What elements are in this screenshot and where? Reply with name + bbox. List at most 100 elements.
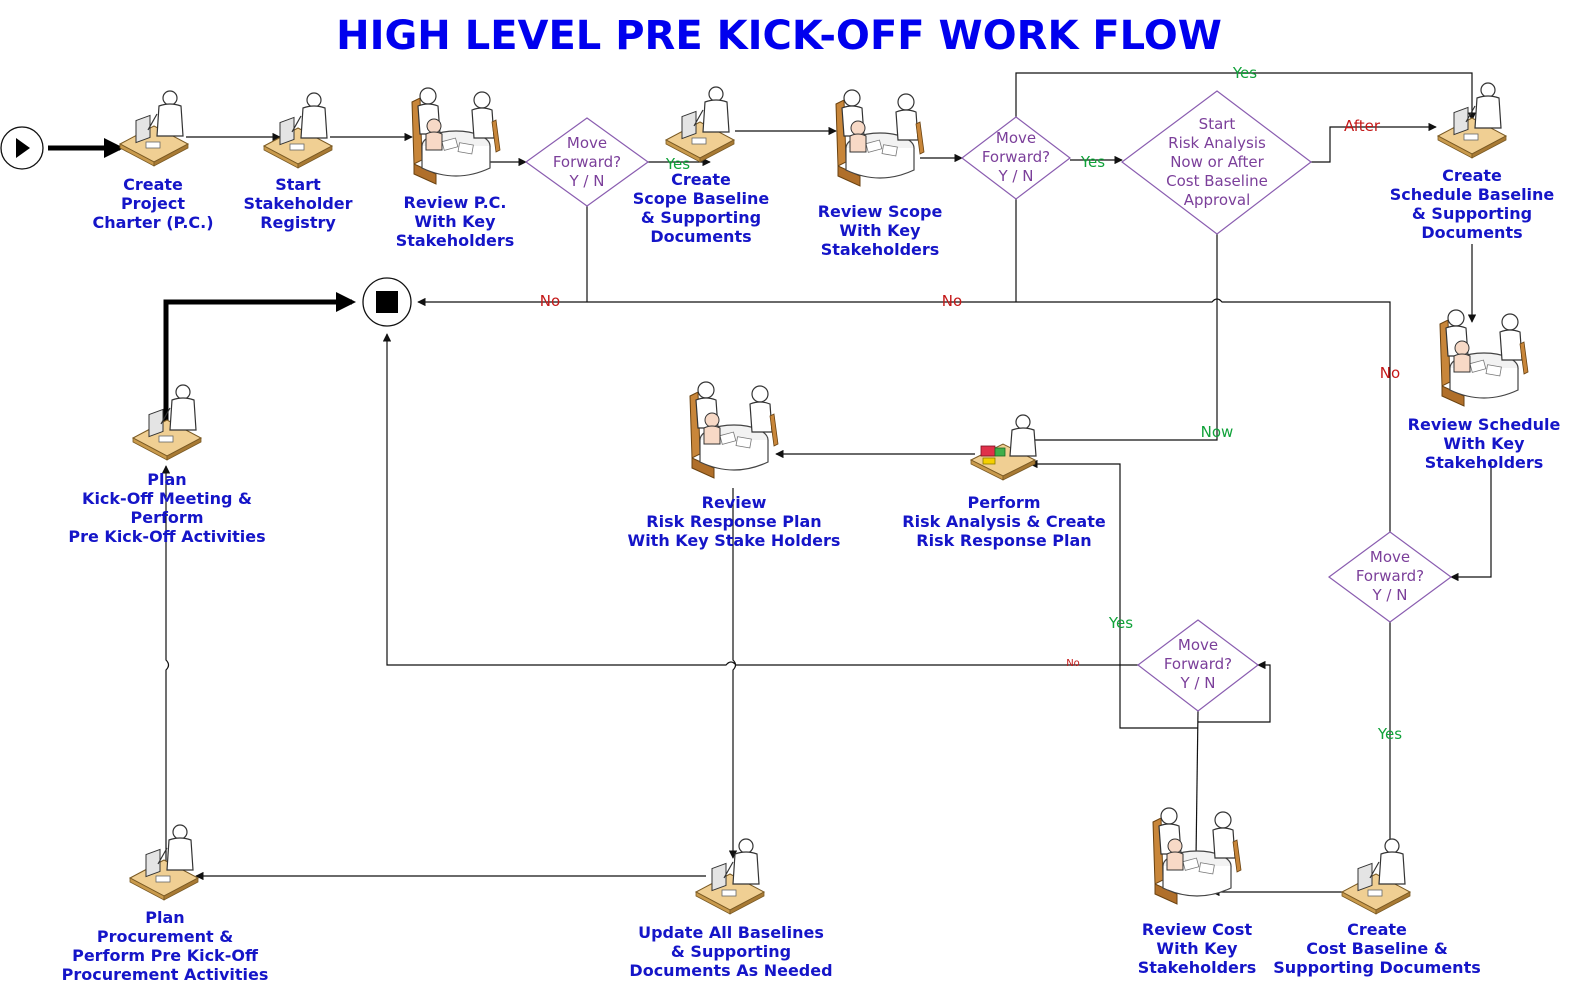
node-create-scope[interactable]: Create Scope Baseline & Supporting Docum… xyxy=(633,86,770,246)
svg-text:Plan: Plan xyxy=(145,908,184,927)
label-now: Now xyxy=(1201,423,1234,441)
svg-text:Review Cost: Review Cost xyxy=(1142,920,1253,939)
decision-d5[interactable]: Move Forward? Y / N xyxy=(1327,531,1453,623)
svg-text:Documents: Documents xyxy=(650,227,751,246)
svg-text:Move: Move xyxy=(996,129,1036,147)
svg-text:Create: Create xyxy=(1442,166,1502,185)
meeting-table-icon xyxy=(689,381,779,479)
svg-text:Procurement Activities: Procurement Activities xyxy=(62,965,269,984)
svg-text:Forward?: Forward? xyxy=(982,148,1050,166)
edge-reviewcost-d4 xyxy=(1195,710,1199,859)
node-review-schedule[interactable]: Review Schedule With Key Stakeholders xyxy=(1408,309,1561,472)
svg-text:Kick-Off Meeting &: Kick-Off Meeting & xyxy=(82,489,252,508)
person-at-desk-icon xyxy=(695,838,765,915)
svg-text:Cost Baseline: Cost Baseline xyxy=(1166,172,1268,190)
risk-analysis-desk-icon xyxy=(970,414,1037,481)
edge-kickoff-stop xyxy=(163,292,356,424)
node-plan-kickoff[interactable]: Plan Kick-Off Meeting & Perform Pre Kick… xyxy=(68,384,266,546)
edge-procurement-kickoff xyxy=(161,465,171,862)
svg-text:Charter (P.C.): Charter (P.C.) xyxy=(92,213,213,232)
svg-text:Move: Move xyxy=(1178,636,1218,654)
svg-text:Risk Analysis & Create: Risk Analysis & Create xyxy=(902,512,1106,531)
node-start-registry[interactable]: Start Stakeholder Registry xyxy=(243,92,353,232)
label-after: After xyxy=(1344,117,1381,135)
svg-text:Forward?: Forward? xyxy=(1164,655,1232,673)
svg-text:Start: Start xyxy=(1199,115,1236,133)
node-create-charter[interactable]: Create Project Charter (P.C.) xyxy=(92,90,214,232)
decision-d2[interactable]: Move Forward? Y / N xyxy=(961,116,1071,200)
svg-text:Stakeholders: Stakeholders xyxy=(1138,958,1257,977)
svg-text:Risk Response Plan: Risk Response Plan xyxy=(646,512,821,531)
svg-text:Update All Baselines: Update All Baselines xyxy=(638,923,824,942)
node-review-pc[interactable]: Review P.C. With Key Stakeholders xyxy=(396,87,515,250)
svg-text:Y / N: Y / N xyxy=(1180,674,1216,692)
node-create-cost[interactable]: Create Cost Baseline & Supporting Docume… xyxy=(1273,838,1481,977)
svg-text:& Supporting: & Supporting xyxy=(1412,204,1532,223)
svg-text:Y / N: Y / N xyxy=(998,167,1034,185)
end-node[interactable] xyxy=(362,277,412,327)
node-review-cost[interactable]: Review Cost With Key Stakeholders xyxy=(1138,807,1257,977)
edge-d3-after xyxy=(1311,122,1437,163)
diagram-title: HIGH LEVEL PRE KICK-OFF WORK FLOW xyxy=(336,13,1222,59)
label-yes-d1: Yes xyxy=(665,155,690,173)
person-at-desk-icon xyxy=(1341,838,1411,915)
label-no-d1: No xyxy=(540,292,560,310)
svg-text:Approval: Approval xyxy=(1184,191,1251,209)
label-no-d5: No xyxy=(1380,364,1400,382)
svg-text:Perform: Perform xyxy=(131,508,204,527)
decision-d1[interactable]: Move Forward? Y / N xyxy=(524,117,650,207)
meeting-table-icon xyxy=(411,87,501,185)
svg-text:& Supporting: & Supporting xyxy=(671,942,791,961)
svg-text:Stakeholder: Stakeholder xyxy=(243,194,352,213)
svg-text:Review Schedule: Review Schedule xyxy=(1408,415,1561,434)
svg-text:Stakeholders: Stakeholders xyxy=(821,240,940,259)
decision-d4[interactable]: Move Forward? Y / N xyxy=(1137,619,1259,712)
node-plan-procurement[interactable]: Plan Procurement & Perform Pre Kick-Off … xyxy=(62,824,269,984)
svg-text:Risk Response Plan: Risk Response Plan xyxy=(916,531,1091,550)
svg-text:With Key: With Key xyxy=(839,221,921,240)
node-perform-risk[interactable]: Perform Risk Analysis & Create Risk Resp… xyxy=(902,414,1106,550)
svg-text:Create: Create xyxy=(123,175,183,194)
label-yes-d4: Yes xyxy=(1108,614,1133,632)
svg-text:With Key Stake Holders: With Key Stake Holders xyxy=(628,531,841,550)
svg-text:Stakeholders: Stakeholders xyxy=(1425,453,1544,472)
node-review-risk[interactable]: Review Risk Response Plan With Key Stake… xyxy=(628,381,841,550)
svg-text:Documents: Documents xyxy=(1421,223,1522,242)
svg-text:With Key: With Key xyxy=(414,212,496,231)
start-node[interactable] xyxy=(0,126,44,170)
edge-d2-schedule-yes xyxy=(1015,72,1477,121)
svg-text:Move: Move xyxy=(567,134,607,152)
edge-d4-loop xyxy=(1198,660,1271,723)
svg-text:Review: Review xyxy=(702,493,767,512)
node-review-scope[interactable]: Review Scope With Key Stakeholders xyxy=(818,89,943,259)
edge-labels: Yes Yes Yes After No No No Now Yes No Ye… xyxy=(540,64,1402,743)
svg-text:Stakeholders: Stakeholders xyxy=(396,231,515,250)
svg-text:Project: Project xyxy=(121,194,185,213)
svg-text:Cost Baseline &: Cost Baseline & xyxy=(1306,939,1448,958)
svg-text:Perform Pre Kick-Off: Perform Pre Kick-Off xyxy=(72,946,259,965)
svg-text:Create: Create xyxy=(1347,920,1407,939)
svg-text:Procurement &: Procurement & xyxy=(97,927,233,946)
node-create-schedule[interactable]: Create Schedule Baseline & Supporting Do… xyxy=(1390,82,1555,242)
svg-text:Perform: Perform xyxy=(968,493,1041,512)
label-yes-d5: Yes xyxy=(1377,725,1402,743)
svg-text:Documents As Needed: Documents As Needed xyxy=(629,961,832,980)
edge-no-to-stop xyxy=(417,297,1391,532)
decision-d3[interactable]: Start Risk Analysis Now or After Cost Ba… xyxy=(1121,90,1312,235)
label-yes-top: Yes xyxy=(1232,64,1257,82)
node-update-baselines[interactable]: Update All Baselines & Supporting Docume… xyxy=(629,838,833,980)
svg-text:Registry: Registry xyxy=(260,213,336,232)
svg-text:Supporting Documents: Supporting Documents xyxy=(1273,958,1480,977)
svg-text:Move: Move xyxy=(1370,548,1410,566)
svg-text:With Key: With Key xyxy=(1443,434,1525,453)
person-at-desk-icon xyxy=(119,90,189,167)
svg-text:& Supporting: & Supporting xyxy=(641,208,761,227)
svg-text:Schedule Baseline: Schedule Baseline xyxy=(1390,185,1555,204)
svg-text:Scope Baseline: Scope Baseline xyxy=(633,189,770,208)
svg-text:Risk Analysis: Risk Analysis xyxy=(1168,134,1266,152)
svg-text:Y / N: Y / N xyxy=(569,172,605,190)
edge-reviewschedule-d5 xyxy=(1450,462,1492,582)
person-at-desk-icon xyxy=(665,86,735,163)
svg-text:Plan: Plan xyxy=(147,470,186,489)
